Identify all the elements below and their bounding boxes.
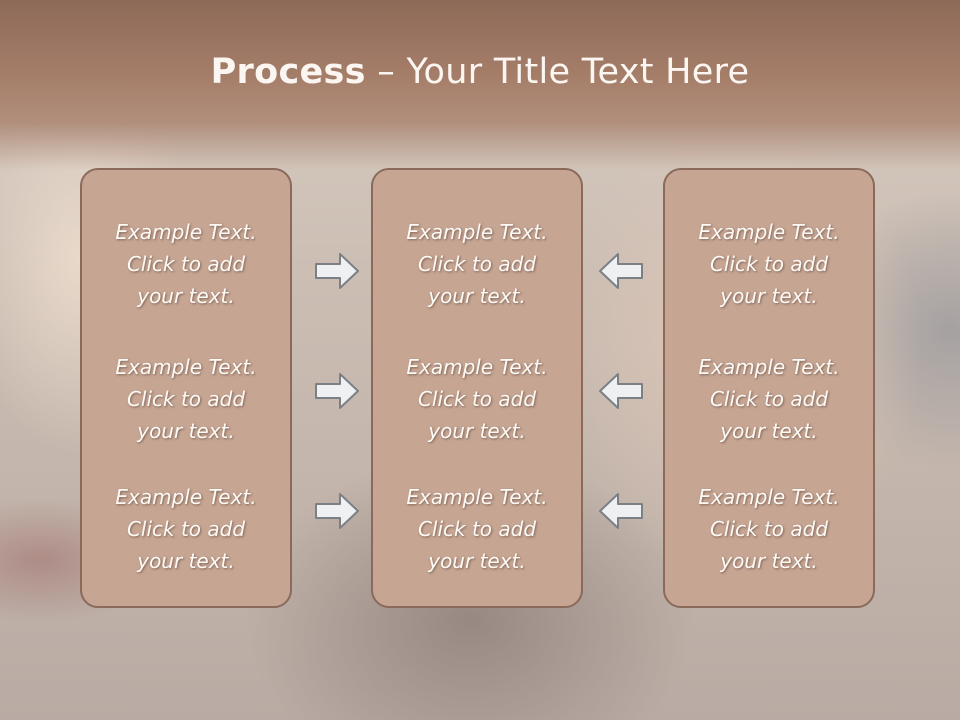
text-block[interactable]: Example Text. Click to add your text.: [665, 351, 873, 447]
text-line: your text.: [428, 549, 526, 573]
text-line: Click to add: [709, 517, 829, 541]
text-block[interactable]: Example Text. Click to add your text.: [82, 481, 290, 577]
text-block[interactable]: Example Text. Click to add your text.: [373, 481, 581, 577]
text-line: Click to add: [417, 252, 537, 276]
text-line: Click to add: [417, 517, 537, 541]
text-line: Click to add: [126, 517, 246, 541]
text-line: Click to add: [126, 387, 246, 411]
text-block[interactable]: Example Text. Click to add your text.: [373, 216, 581, 312]
text-block[interactable]: Example Text. Click to add your text.: [665, 216, 873, 312]
arrow-left-icon: [599, 253, 643, 289]
text-line: your text.: [720, 419, 818, 443]
text-block[interactable]: Example Text. Click to add your text.: [82, 351, 290, 447]
arrow-right-icon: [315, 253, 359, 289]
text-line: Example Text.: [698, 485, 840, 509]
arrow-left-icon: [599, 493, 643, 529]
text-line: Click to add: [709, 252, 829, 276]
title-rest: – Your Title Text Here: [365, 52, 750, 92]
text-line: your text.: [137, 284, 235, 308]
text-block[interactable]: Example Text. Click to add your text.: [82, 216, 290, 312]
text-line: your text.: [428, 284, 526, 308]
title-band: [0, 0, 960, 170]
text-line: Example Text.: [115, 485, 257, 509]
text-block[interactable]: Example Text. Click to add your text.: [665, 481, 873, 577]
text-block[interactable]: Example Text. Click to add your text.: [373, 351, 581, 447]
text-line: Example Text.: [115, 220, 257, 244]
text-line: your text.: [137, 549, 235, 573]
text-line: Example Text.: [406, 485, 548, 509]
text-line: Click to add: [126, 252, 246, 276]
text-line: Example Text.: [406, 355, 548, 379]
text-line: Example Text.: [698, 220, 840, 244]
text-line: Click to add: [709, 387, 829, 411]
text-line: your text.: [137, 419, 235, 443]
text-line: Click to add: [417, 387, 537, 411]
text-line: your text.: [428, 419, 526, 443]
slide-title[interactable]: Process – Your Title Text Here: [0, 52, 960, 92]
text-panel-center[interactable]: Example Text. Click to add your text. Ex…: [371, 168, 583, 608]
text-line: Example Text.: [698, 355, 840, 379]
text-panel-left[interactable]: Example Text. Click to add your text. Ex…: [80, 168, 292, 608]
text-line: your text.: [720, 284, 818, 308]
arrow-left-icon: [599, 373, 643, 409]
text-panel-right[interactable]: Example Text. Click to add your text. Ex…: [663, 168, 875, 608]
arrow-right-icon: [315, 373, 359, 409]
text-line: your text.: [720, 549, 818, 573]
arrow-right-icon: [315, 493, 359, 529]
text-line: Example Text.: [115, 355, 257, 379]
title-bold: Process: [210, 52, 366, 92]
text-line: Example Text.: [406, 220, 548, 244]
